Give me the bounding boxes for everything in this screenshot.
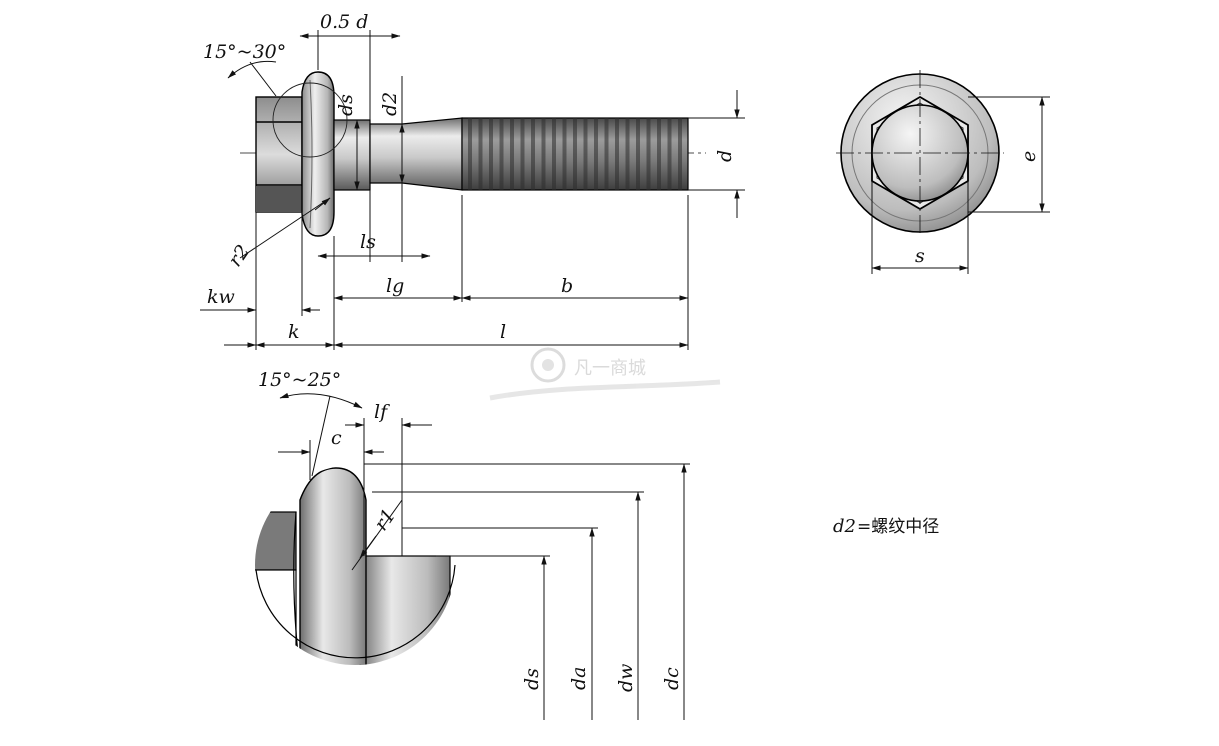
flange-detail-view: 15°~25° lf c r1 ds da dw dc: [255, 369, 690, 720]
label-dw: dw: [615, 664, 637, 692]
label-ls: ls: [360, 231, 376, 253]
label-k: k: [288, 321, 300, 343]
thread-ridge: [541, 118, 546, 190]
label-ds: ds: [335, 94, 357, 116]
label-half-d: 0.5 d: [320, 11, 368, 33]
pitch-diameter-note: d2 =螺纹中径: [833, 516, 939, 537]
label-l: l: [500, 321, 506, 343]
label-r2: r2: [224, 241, 254, 271]
thread-ridge: [573, 118, 577, 190]
thread-ridge: [510, 118, 514, 190]
label-lg: lg: [386, 275, 404, 297]
watermark-text: 凡一商城: [574, 358, 646, 379]
thread-ridge: [646, 118, 651, 190]
thread-ridge: [489, 118, 493, 190]
label-angle-detail: 15°~25°: [258, 369, 341, 391]
thread-ridge: [499, 118, 504, 190]
thread-ridge: [478, 118, 483, 190]
label-b: b: [561, 275, 573, 297]
thread-ridges: [468, 118, 682, 190]
label-da: da: [568, 667, 590, 691]
thread-ridge: [562, 118, 567, 190]
label-dc: dc: [661, 667, 683, 690]
bolt-end-view: e s: [836, 70, 1050, 274]
thread-ridge: [552, 118, 556, 190]
note-text: =螺纹中径: [857, 517, 939, 537]
label-kw: kw: [207, 286, 235, 308]
thread-ridge: [583, 118, 588, 190]
label-d2: d2: [379, 92, 401, 116]
label-lf: lf: [374, 401, 390, 423]
thread-ridge: [468, 118, 472, 190]
note-prefix: d2: [833, 516, 856, 537]
thread-ridge: [531, 118, 535, 190]
thread-ridge: [594, 118, 598, 190]
thread-ridge: [667, 118, 672, 190]
bolt-side-view: [240, 71, 706, 237]
label-angle-head: 15°~30°: [203, 41, 286, 63]
thread-ridge: [625, 118, 630, 190]
thread-ridge: [678, 118, 682, 190]
label-d: d: [714, 150, 736, 162]
label-e: e: [1018, 151, 1040, 162]
thread-ridge: [604, 118, 609, 190]
label-detail-ds: ds: [521, 668, 543, 690]
watermark: 凡一商城: [489, 347, 721, 401]
thread-ridge: [657, 118, 661, 190]
label-s: s: [915, 245, 925, 267]
thread-ridge: [636, 118, 640, 190]
thread-ridge: [615, 118, 619, 190]
thread-ridge: [520, 118, 525, 190]
label-c: c: [331, 427, 342, 449]
